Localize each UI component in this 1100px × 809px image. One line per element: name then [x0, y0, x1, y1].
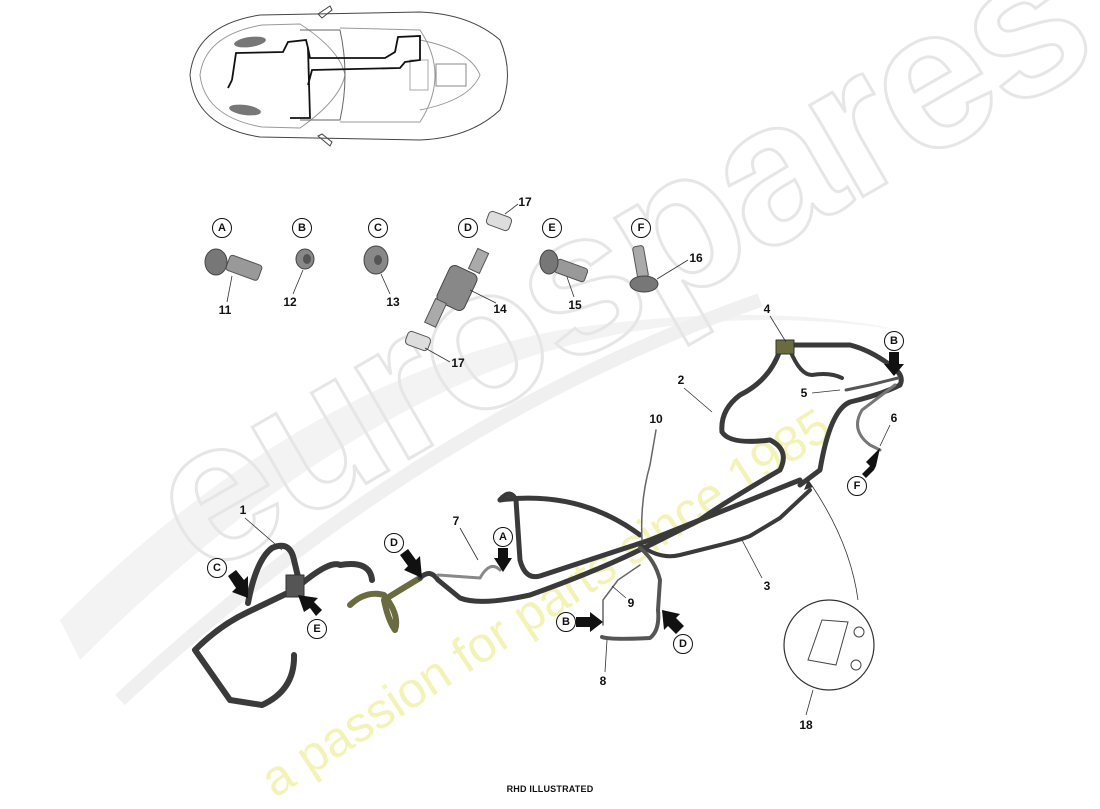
callout-2: 2 [677, 373, 685, 387]
arrow-c [228, 570, 248, 598]
fastener-label-f: F [631, 218, 651, 238]
bolt-11-icon [204, 248, 263, 303]
callout-9: 9 [627, 596, 635, 610]
stud-14-icon [423, 247, 497, 328]
callout-1: 1 [239, 503, 247, 517]
harness-label-a: A [493, 527, 513, 547]
callout-13: 13 [386, 295, 400, 309]
harness-label-c: C [207, 558, 227, 578]
arrow-d-left [400, 549, 422, 578]
arrow-b-bottom [576, 612, 603, 632]
harness-9 [602, 564, 641, 626]
screw-16-icon [629, 245, 689, 293]
callout-10: 10 [649, 412, 663, 426]
callout-7: 7 [452, 514, 460, 528]
harness-label-b-top: B [884, 331, 904, 351]
callout-6: 6 [890, 411, 898, 425]
harness-label-f: F [847, 476, 867, 496]
callout-4: 4 [763, 302, 771, 316]
nut-13-icon [363, 245, 391, 295]
callout-11: 11 [218, 303, 232, 317]
harness-label-e: E [307, 619, 327, 639]
callout-3: 3 [763, 579, 771, 593]
harness-1 [245, 542, 375, 606]
harness-label-b-bottom: B [556, 612, 576, 632]
callout-18: 18 [799, 718, 813, 732]
fastener-label-a: A [212, 218, 232, 238]
detail-18 [783, 479, 875, 716]
fastener-label-e: E [542, 218, 562, 238]
nut-12-icon [292, 248, 315, 295]
diagram-caption: RHD ILLUSTRATED [506, 784, 594, 794]
callout-15: 15 [568, 298, 582, 312]
clip-17-upper-icon [485, 203, 519, 232]
callout-5: 5 [800, 386, 808, 400]
callout-17-lower: 17 [451, 356, 465, 370]
harness-2 [497, 347, 786, 580]
callout-17-upper: 17 [518, 195, 532, 209]
fastener-label-c: C [368, 218, 388, 238]
harness-label-d-right: D [673, 634, 693, 654]
arrow-b-top [884, 352, 904, 376]
arrow-a [494, 548, 512, 572]
arrow-e [298, 595, 322, 616]
arrow-d-right [662, 610, 684, 634]
callout-8: 8 [599, 674, 607, 688]
callout-16: 16 [689, 251, 703, 265]
bolt-15-icon [539, 249, 589, 298]
clip-17-lower-icon [404, 330, 451, 363]
arrow-f [862, 448, 880, 478]
callout-12: 12 [283, 295, 297, 309]
fastener-label-d: D [458, 218, 478, 238]
callout-14: 14 [493, 302, 507, 316]
harness-label-d-left: D [384, 533, 404, 553]
harness-3 [638, 488, 812, 559]
harness-8 [600, 546, 662, 641]
fastener-label-b: B [292, 218, 312, 238]
